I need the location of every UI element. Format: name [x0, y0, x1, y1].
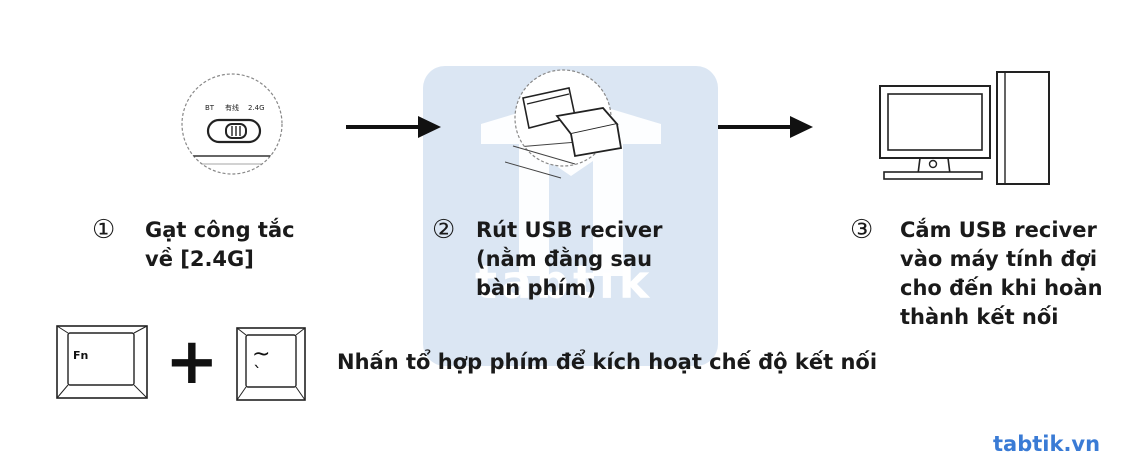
switch-label-bt: BT	[205, 104, 215, 112]
usb-receiver-illustration	[505, 69, 623, 179]
brand-link[interactable]: tabtik.vn	[993, 432, 1101, 456]
arrow-right-icon	[718, 116, 813, 138]
computer-icon	[879, 71, 1050, 185]
step-3-line-1: Cắm USB reciver	[900, 218, 1097, 242]
step-1-line-2: về [2.4G]	[145, 247, 254, 271]
instruction-text: Nhấn tổ hợp phím để kích hoạt chế độ kết…	[337, 350, 878, 374]
step-2-line-3: bàn phím)	[476, 276, 597, 300]
plus-sign: +	[165, 325, 219, 399]
step-1-number: ①	[92, 215, 116, 245]
tilde-key-label-bottom: `	[253, 363, 262, 384]
step-3-text: Cắm USB reciver vào máy tính đợi cho đến…	[900, 216, 1103, 332]
fn-key-icon: Fn	[56, 325, 148, 399]
step-1-text: Gạt công tắc về [2.4G]	[145, 216, 295, 274]
arrow-right-icon	[346, 116, 441, 138]
step-2-line-2: (nằm đằng sau	[476, 247, 653, 271]
tilde-key-label-top: ~	[252, 342, 270, 367]
step-3-line-3: cho đến khi hoàn	[900, 276, 1103, 300]
step-3-number: ③	[850, 215, 874, 245]
switch-label-24g: 2.4G	[248, 104, 265, 112]
switch-label-wired: 有线	[225, 103, 239, 112]
watermark-text: tabtik	[475, 255, 654, 309]
fn-key-label: Fn	[73, 349, 88, 362]
step-2-line-1: Rút USB reciver	[476, 218, 663, 242]
step-1-line-1: Gạt công tắc	[145, 218, 295, 242]
step-3-line-4: thành kết nối	[900, 305, 1059, 329]
step-2-text: Rút USB reciver (nằm đằng sau bàn phím)	[476, 216, 663, 303]
step-2-number: ②	[432, 215, 456, 245]
switch-closeup-illustration: BT 有线 2.4G	[181, 73, 283, 175]
step-3-line-2: vào máy tính đợi	[900, 247, 1098, 271]
tilde-key-icon: ~ `	[236, 327, 306, 401]
